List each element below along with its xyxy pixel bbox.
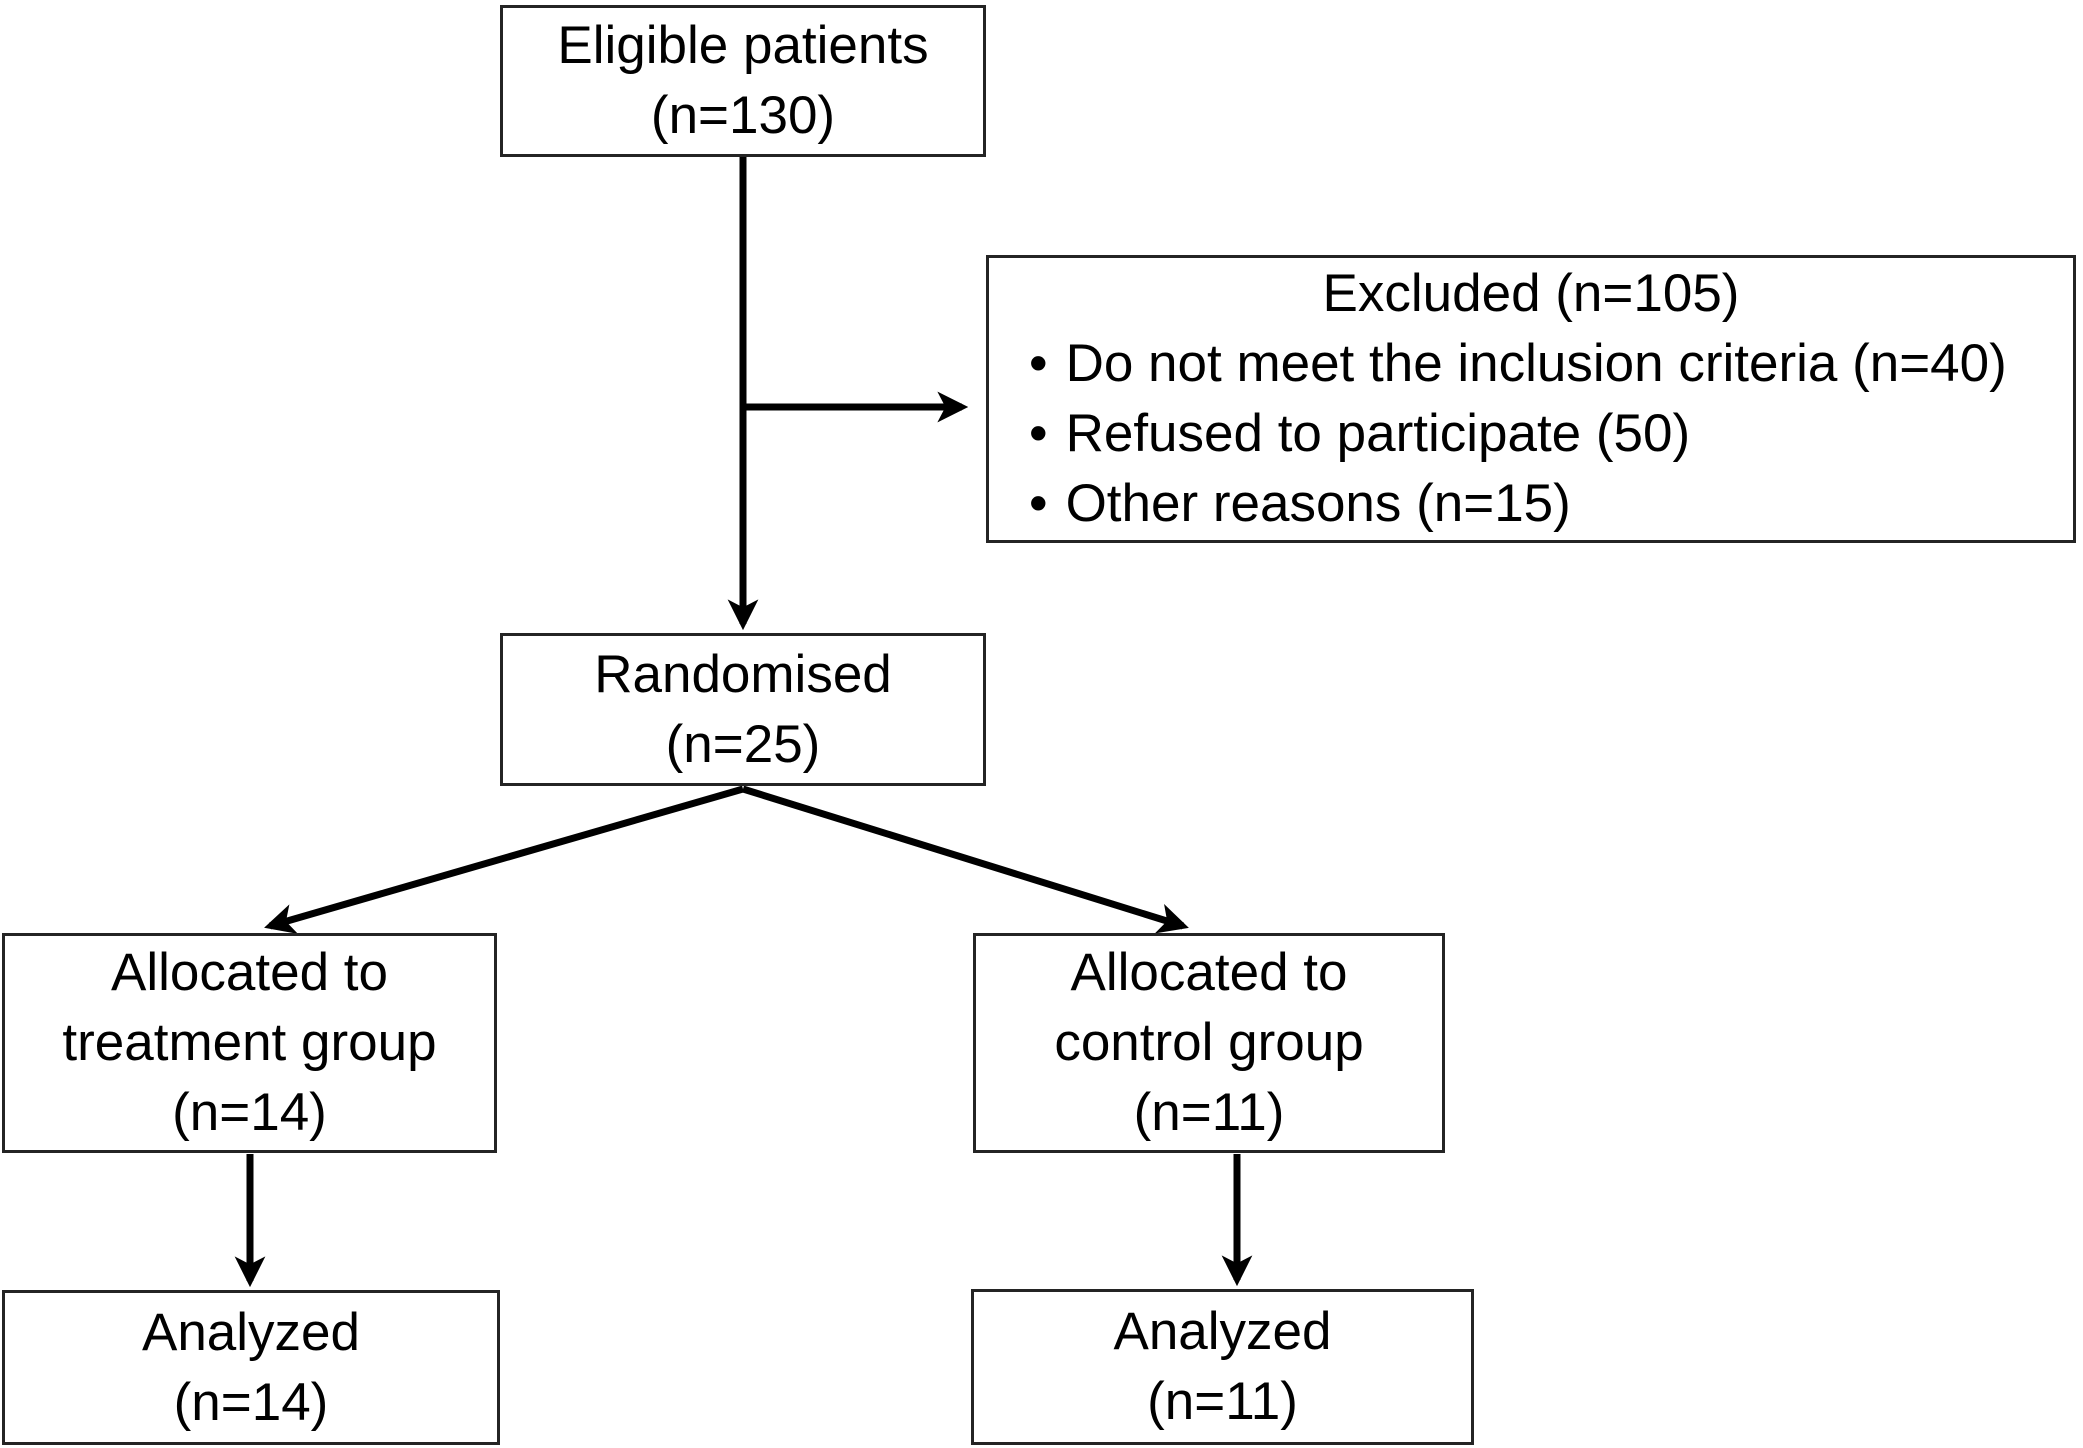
analyzed-control-count: (n=11) (1147, 1372, 1298, 1431)
arrow-randomised-to-treatment (264, 785, 744, 934)
box-allocated-treatment-group: Allocated to treatment group (n=14) (2, 933, 497, 1153)
box-randomised: Randomised (n=25) (500, 633, 986, 786)
bullet-icon: • (1029, 334, 1048, 393)
analyzed-treatment-count: (n=14) (173, 1372, 329, 1432)
allocated-control-count: (n=11) (1133, 1083, 1285, 1142)
analyzed-treatment-label: Analyzed (141, 1302, 361, 1362)
allocated-control-line: Allocated to (1070, 943, 1348, 1002)
eligible-count: (n=130) (650, 86, 836, 145)
analyzed-control-label: Analyzed (1113, 1302, 1332, 1361)
eligible-label: Eligible patients (557, 16, 929, 75)
excluded-item-other: • Other reasons (n=15) (1007, 469, 2055, 539)
bullet-icon: • (1029, 474, 1048, 533)
box-allocated-control-group: Allocated to control group (n=11) (973, 933, 1445, 1153)
excluded-item-label: Other reasons (n=15) (1065, 474, 1571, 533)
excluded-item-label: Do not meet the inclusion criteria (n=40… (1065, 334, 2007, 393)
allocated-control-line: control group (1054, 1013, 1364, 1072)
arrow-randomised-to-control (741, 785, 1189, 934)
excluded-title: Excluded (n=105) (1322, 264, 1740, 323)
box-eligible-patients: Eligible patients (n=130) (500, 5, 986, 157)
excluded-item-refused: • Refused to participate (50) (1007, 399, 2055, 469)
box-excluded: Excluded (n=105) • Do not meet the inclu… (986, 255, 2076, 543)
randomised-label: Randomised (594, 644, 892, 704)
excluded-item-label: Refused to participate (50) (1065, 404, 1691, 463)
box-analyzed-treatment: Analyzed (n=14) (2, 1290, 500, 1445)
allocated-treatment-line: Allocated to (111, 943, 388, 1002)
bullet-icon: • (1029, 404, 1048, 463)
allocated-treatment-line: treatment group (62, 1013, 437, 1072)
excluded-item-inclusion-criteria: • Do not meet the inclusion criteria (n=… (1007, 329, 2055, 399)
randomised-count: (n=25) (665, 714, 821, 774)
allocated-treatment-count: (n=14) (172, 1083, 327, 1142)
box-analyzed-control: Analyzed (n=11) (971, 1289, 1474, 1445)
